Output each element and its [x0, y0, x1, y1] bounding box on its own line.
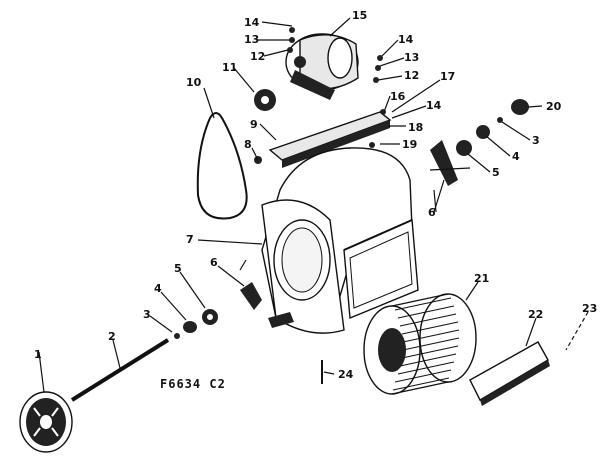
callout-4-rear: 4	[512, 150, 520, 163]
bearing-rear	[456, 140, 472, 156]
callout-21: 21	[474, 272, 489, 285]
callout-7: 7	[186, 233, 194, 246]
bearing-front	[202, 309, 218, 325]
callout-17: 17	[440, 70, 455, 83]
callout-22: 22	[528, 308, 543, 321]
callout-5-rear: 5	[492, 166, 500, 179]
setscrew-front	[174, 333, 180, 339]
callout-24: 24	[338, 368, 354, 381]
drive-belt	[196, 112, 248, 220]
callout-5-front: 5	[174, 262, 182, 275]
callout-15: 15	[352, 9, 367, 22]
leader-lines	[38, 17, 589, 393]
callout-3-rear: 3	[532, 134, 540, 147]
motor-mount-rail	[268, 111, 392, 168]
callout-13-right: 13	[404, 51, 419, 64]
callout-19: 19	[402, 138, 417, 151]
callout-12-left: 12	[250, 50, 265, 63]
callout-1: 1	[34, 348, 42, 361]
blower-pulley	[19, 391, 73, 453]
callout-6-front: 6	[210, 256, 218, 269]
callout-2: 2	[108, 330, 116, 343]
callout-23: 23	[582, 302, 597, 315]
callout-10: 10	[186, 76, 202, 89]
callout-16: 16	[390, 90, 406, 103]
callout-6-rear: 6	[428, 206, 436, 219]
blower-shaft	[70, 338, 170, 402]
blower-pulley-cap	[511, 99, 529, 115]
bearing-bracket-front	[239, 259, 262, 310]
blower-wheel	[363, 293, 477, 395]
collar-rear	[476, 125, 490, 139]
motor-pulley	[254, 89, 276, 111]
collar-front	[183, 321, 197, 333]
callout-18: 18	[408, 121, 423, 134]
callout-20: 20	[546, 100, 562, 113]
callout-labels: 1 2 3 4 5 6 7 8 9 10 11 12 13 14 15 14 1…	[34, 9, 597, 381]
callout-11: 11	[222, 61, 237, 74]
motor	[285, 33, 359, 100]
callout-3-front: 3	[143, 308, 151, 321]
setscrew-rear	[497, 117, 503, 123]
blower-housing	[261, 147, 419, 334]
callout-13-left: 13	[244, 33, 259, 46]
callout-8: 8	[244, 138, 252, 151]
callout-4-front: 4	[154, 282, 162, 295]
drawing-code: F6634 C2	[160, 377, 226, 391]
callout-14-right: 14	[398, 33, 414, 46]
cutoff-plate	[469, 341, 550, 406]
callout-14-top: 14	[244, 16, 260, 29]
callout-14-lower: 14	[426, 99, 442, 112]
callout-12-right: 12	[404, 69, 419, 82]
callout-9: 9	[250, 118, 258, 131]
